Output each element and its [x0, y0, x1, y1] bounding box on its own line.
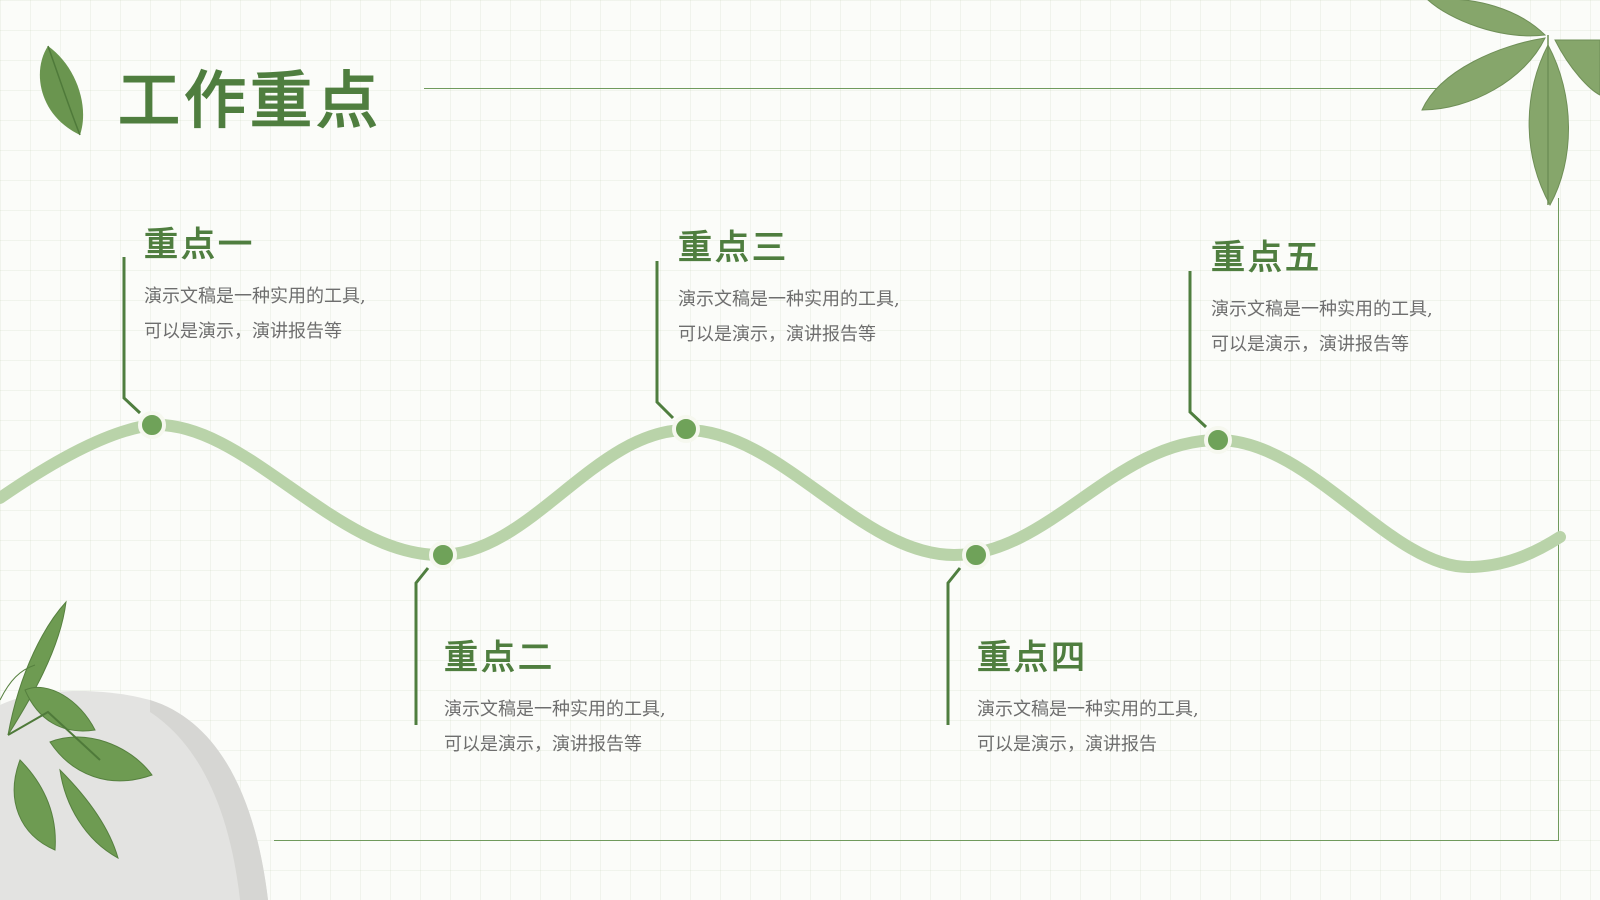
- leaf-icon: [39, 45, 84, 136]
- point-description: 演示文稿是一种实用的工具, 可以是演示，演讲报告: [977, 692, 1199, 762]
- connector-1: [122, 257, 142, 415]
- leaf-cluster-top-right-icon: [1421, 0, 1600, 207]
- point-heading: 重点三: [678, 228, 789, 268]
- point-3: 重点三 演示文稿是一种实用的工具, 可以是演示，演讲报告等: [678, 226, 900, 352]
- point-1: 重点一 演示文稿是一种实用的工具, 可以是演示，演讲报告等: [144, 223, 366, 349]
- point-desc-line-2: 可以是演示，演讲报告: [977, 734, 1157, 755]
- point-description: 演示文稿是一种实用的工具, 可以是演示，演讲报告等: [1211, 292, 1433, 362]
- timeline-wave: [0, 418, 1566, 574]
- point-heading: 重点四: [977, 638, 1088, 678]
- point-desc-line-1: 演示文稿是一种实用的工具,: [1211, 299, 1433, 320]
- point-4: 重点四 演示文稿是一种实用的工具, 可以是演示，演讲报告: [977, 636, 1199, 762]
- point-heading: 重点五: [1211, 238, 1322, 278]
- point-2: 重点二 演示文稿是一种实用的工具, 可以是演示，演讲报告等: [444, 636, 666, 762]
- page-title: 工作重点: [118, 64, 383, 137]
- point-description: 演示文稿是一种实用的工具, 可以是演示，演讲报告等: [144, 279, 366, 349]
- stone-shadow: [150, 700, 268, 900]
- point-desc-line-1: 演示文稿是一种实用的工具,: [977, 699, 1199, 720]
- point-desc-line-1: 演示文稿是一种实用的工具,: [444, 699, 666, 720]
- connector-5: [1188, 271, 1208, 429]
- point-5: 重点五 演示文稿是一种实用的工具, 可以是演示，演讲报告等: [1211, 236, 1433, 362]
- timeline-node-3: [672, 415, 700, 443]
- point-desc-line-2: 可以是演示，演讲报告等: [678, 324, 876, 345]
- point-description: 演示文稿是一种实用的工具, 可以是演示，演讲报告等: [678, 282, 900, 352]
- point-desc-line-2: 可以是演示，演讲报告等: [1211, 334, 1409, 355]
- timeline-node-2: [429, 541, 457, 569]
- point-desc-line-1: 演示文稿是一种实用的工具,: [144, 286, 366, 307]
- timeline-node-5: [1204, 426, 1232, 454]
- timeline-node-1: [138, 411, 166, 439]
- timeline-node-4: [962, 541, 990, 569]
- frame-right-line: [1558, 198, 1559, 841]
- point-heading: 重点二: [444, 638, 555, 678]
- connector-2: [414, 567, 430, 725]
- leaf-stem-icon: [7, 710, 101, 761]
- point-desc-line-1: 演示文稿是一种实用的工具,: [678, 289, 900, 310]
- leaf-cluster-bottom-left-icon: [0, 600, 153, 860]
- connector-4: [946, 567, 962, 725]
- point-heading: 重点一: [144, 225, 255, 265]
- point-desc-line-2: 可以是演示，演讲报告等: [144, 321, 342, 342]
- frame-bottom-line: [274, 840, 1559, 841]
- point-desc-line-2: 可以是演示，演讲报告等: [444, 734, 642, 755]
- connector-3: [655, 261, 675, 420]
- point-description: 演示文稿是一种实用的工具, 可以是演示，演讲报告等: [444, 692, 666, 762]
- title-divider: [424, 88, 1444, 89]
